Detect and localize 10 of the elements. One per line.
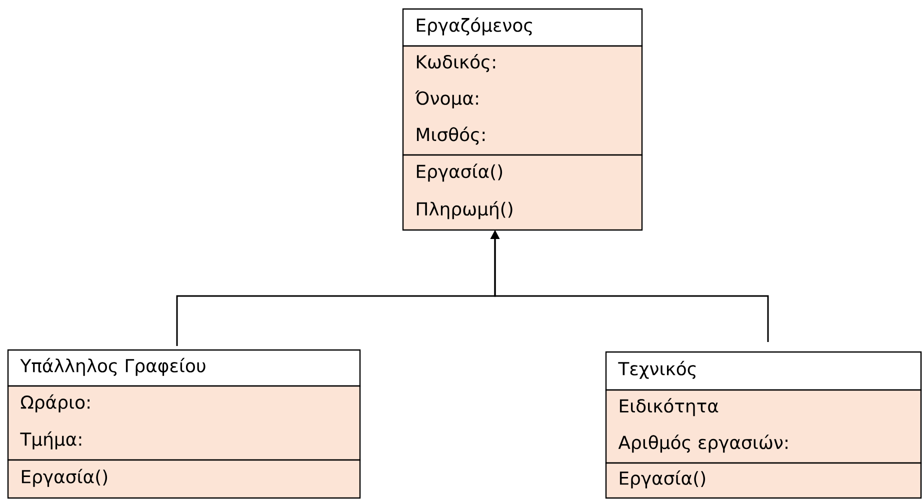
class-box: Υπάλληλος Γραφείου Ωράριο: Τμήμα: Εργασία() (7, 349, 361, 499)
node-label: Τεχνικός (618, 360, 696, 379)
class-box: Τεχνικός Ειδικότητα Αριθμός εργασιών: Εργασία() (605, 351, 922, 499)
class-box: Εργαζόμενος Κωδικός: Όνομα: Μισθός: Εργασία() Πληρωμή() (402, 8, 643, 231)
node-label: Εργασία() (22, 468, 108, 487)
node-label: Πληρωμή() (416, 201, 512, 220)
node-label: Εργαζόμενος (416, 17, 532, 36)
node-label: Υπάλληλος Γραφείου (20, 358, 206, 376)
node-label: Εργασία() (416, 164, 502, 182)
node-label: Εργασία() (620, 470, 706, 488)
